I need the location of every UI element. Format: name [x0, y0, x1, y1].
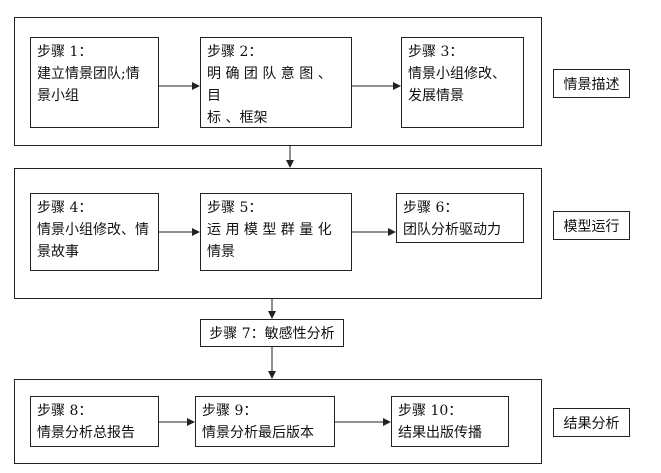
step-5-desc: 运 用 模 型 群 量 化 情景 [207, 222, 332, 260]
step-7-box: 步骤 7：敏感性分析 [200, 319, 344, 347]
step-3-desc: 情景小组修改、 发展情景 [408, 66, 506, 104]
step-8-title: 步骤 8： [37, 403, 93, 419]
step-6-title: 步骤 6： [403, 200, 459, 216]
step-6-box: 步骤 6： 团队分析驱动力 [396, 193, 524, 243]
step-10-desc: 结果出版传播 [398, 425, 482, 441]
step-3-box: 步骤 3： 情景小组修改、 发展情景 [401, 37, 524, 128]
step-5-box: 步骤 5： 运 用 模 型 群 量 化 情景 [200, 193, 352, 271]
section-label-description: 情景描述 [553, 69, 630, 98]
step-9-title: 步骤 9： [202, 403, 258, 419]
step-3-title: 步骤 3： [408, 44, 464, 60]
step-9-desc: 情景分析最后版本 [202, 425, 314, 441]
step-6-desc: 团队分析驱动力 [403, 222, 501, 238]
step-2-desc: 明 确 团 队 意 图 、目 标 、框架 [207, 66, 332, 126]
step-1-desc: 建立情景团队;情 景小组 [37, 66, 140, 104]
step-4-box: 步骤 4： 情景小组修改、情 景故事 [30, 193, 159, 271]
step-5-title: 步骤 5： [207, 200, 263, 216]
step-2-title: 步骤 2： [207, 44, 263, 60]
step-2-box: 步骤 2： 明 确 团 队 意 图 、目 标 、框架 [200, 37, 352, 128]
step-10-box: 步骤 10： 结果出版传播 [391, 396, 509, 447]
step-1-box: 步骤 1： 建立情景团队;情 景小组 [30, 37, 159, 128]
step-8-box: 步骤 8： 情景分析总报告 [30, 396, 159, 447]
step-10-title: 步骤 10： [398, 403, 463, 419]
step-4-title: 步骤 4： [37, 200, 93, 216]
step-4-desc: 情景小组修改、情 景故事 [37, 222, 149, 260]
step-9-box: 步骤 9： 情景分析最后版本 [195, 396, 335, 447]
step-8-desc: 情景分析总报告 [37, 425, 135, 441]
step-1-title: 步骤 1： [37, 44, 93, 60]
section-label-model: 模型运行 [553, 211, 630, 240]
section-label-results: 结果分析 [553, 408, 630, 437]
